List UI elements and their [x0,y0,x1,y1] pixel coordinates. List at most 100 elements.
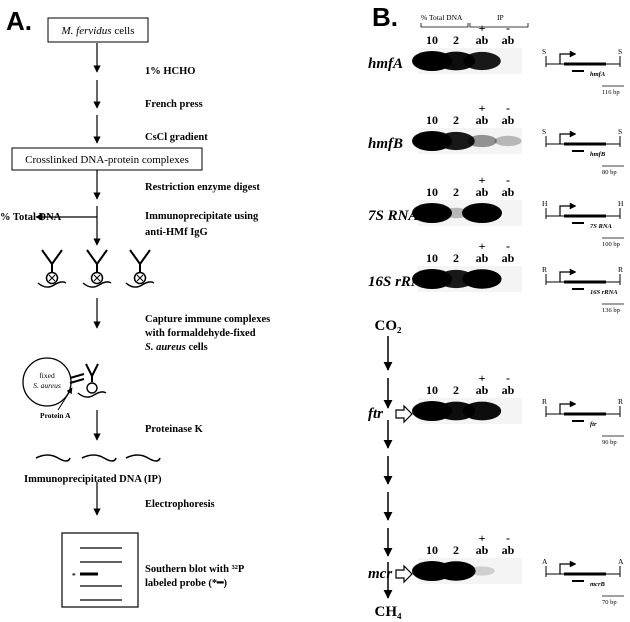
site-right: H [618,199,624,208]
lane-label: ab [502,383,515,397]
lane-sign: - [506,371,510,385]
lane-label: 10 [426,383,438,397]
lane-sign: + [479,173,486,187]
start-box-text: M. fervidus cells [60,25,134,37]
lane-label: 10 [426,185,438,199]
gene-name: hmfA [368,56,403,72]
step-capture-line2: with formaldehyde-fixed [145,328,256,339]
step-proteinase: Proteinase K [145,424,204,435]
lane-label: ab [476,33,489,47]
blot-band [462,203,502,223]
scale-label: 70 bp [602,599,617,606]
lane-sign: - [506,101,510,115]
site-right: R [618,265,623,274]
step-ip-line1: Immunoprecipitate using [145,211,259,222]
gene-map [545,130,624,167]
site-left: A [542,557,548,566]
scale-label: 116 bp [602,89,620,96]
gene-name: mcr [368,566,392,582]
lane-sign: + [479,531,486,545]
map-gene-label: hmfB [590,151,606,158]
open-arrow-icon [395,564,413,584]
blot-band [412,203,452,223]
start-box [47,17,149,43]
scale-label: 80 bp [602,169,617,176]
complex-box [11,147,203,171]
map-gene-label: ftr [590,421,597,428]
step-french-press: French press [145,99,203,110]
lane-label: 10 [426,113,438,127]
step-ip-line2: anti-HMf IgG [145,227,208,238]
map-gene-label: hmfA [590,71,606,78]
scale-label: 96 bp [602,439,617,446]
blot-band [469,566,495,576]
lane-sign: + [479,21,486,35]
pathway-end: CH₄ [375,604,403,620]
lane-label: 10 [426,251,438,265]
site-left: R [542,265,547,274]
site-right: R [618,397,623,406]
blot-band [462,401,502,421]
open-arrow-icon [395,404,413,424]
lane-label: 2 [453,543,459,557]
site-right: A [618,557,624,566]
lane-sign: - [506,239,510,253]
step-capture-line1: Capture immune complexes [145,314,270,325]
step-digest: Restriction enzyme digest [145,182,260,193]
lane-label: ab [502,113,515,127]
flow-arrows-a [35,43,101,516]
protein-a-label: Protein A [40,411,71,420]
step-electrophoresis: Electrophoresis [145,499,215,510]
svg-text:fixed: fixed [39,371,55,380]
panel-b-label: B. [372,2,398,32]
svg-text:S. aureus: S. aureus [33,381,61,390]
gene-map [545,202,624,239]
step-fix: 1% HCHO [145,66,195,77]
gene-name: hmfB [368,136,403,152]
lane-sign: + [479,239,486,253]
panel-a-label: A. [6,6,32,36]
lane-sign: - [506,531,510,545]
lane-label: ab [476,185,489,199]
lane-label: ab [476,113,489,127]
gene-map [545,268,624,305]
blot-band [463,51,501,71]
site-left: H [542,199,548,208]
complex-box-text: Crosslinked DNA-protein complexes [25,154,189,166]
lane-label: 2 [453,383,459,397]
svg-text:*: * [72,571,76,580]
site-left: R [542,397,547,406]
map-gene-label: 7S RNA [590,223,613,230]
blot-band [467,134,497,148]
gene-name: ftr [368,406,383,422]
lane-label: 2 [453,251,459,265]
map-gene-label: 16S rRNA [590,289,618,296]
lane-sign: + [479,371,486,385]
lane-label: ab [502,251,515,265]
step-capture-line3: S. aureus cells [145,342,208,353]
lane-label: 2 [453,185,459,199]
lane-label: ab [476,251,489,265]
blot-band [462,269,502,289]
lane-label: 10 [426,33,438,47]
blot-band [494,135,522,147]
gene-name: 7S RNA [368,208,418,224]
step-southern-line1: Southern blot with ³²P [145,564,245,575]
site-right: S [618,127,622,136]
s-aureus-cell: fixed S. aureus Protein A [22,357,107,420]
header-total-dna: % Total DNA [421,13,463,22]
gene-map [545,50,624,87]
lane-sign: - [506,21,510,35]
lane-sign: - [506,173,510,187]
lane-label: 2 [453,33,459,47]
lane-label: ab [502,543,515,557]
scale-label: 136 bp [602,307,620,314]
lane-label: ab [502,33,515,47]
pathway-start: CO₂ [375,318,403,334]
